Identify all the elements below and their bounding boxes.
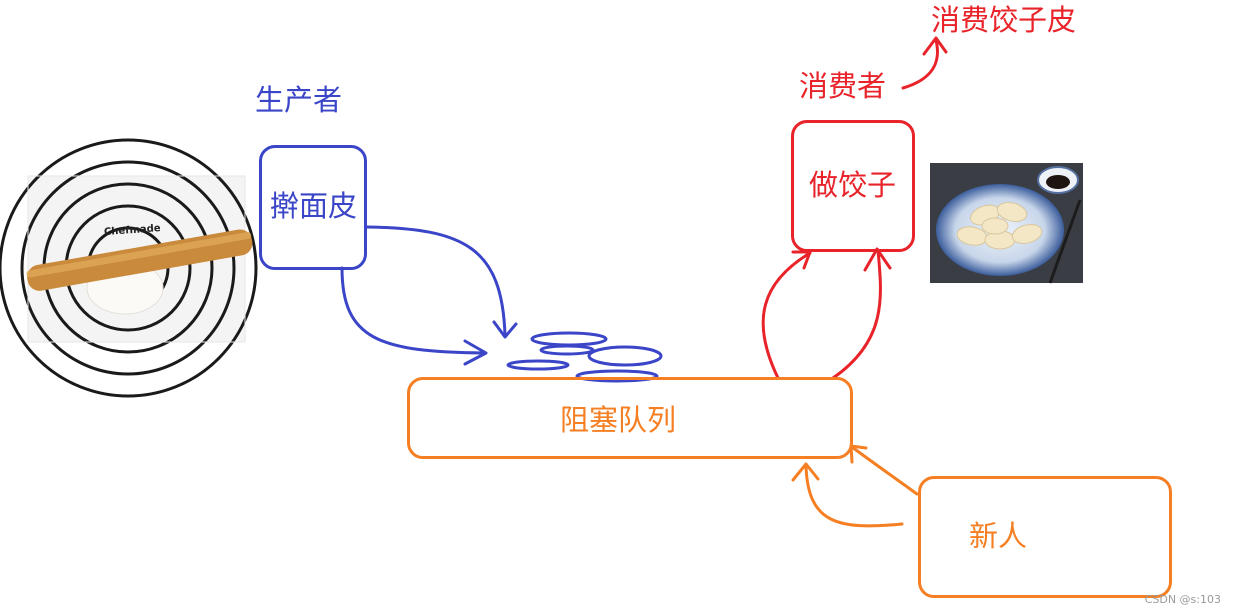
watermark: CSDN @s:103 (1144, 593, 1221, 606)
rolling-pin-photo (0, 138, 258, 398)
newcomer-box: 新人 (918, 476, 1172, 598)
roll-wrapper-label: 擀面皮 (270, 189, 358, 223)
dumpling-plate-photo (930, 163, 1083, 284)
roll-wrapper-box: 擀面皮 (259, 145, 367, 270)
newcomer-label: 新人 (969, 519, 1028, 553)
make-dumpling-label: 做饺子 (809, 168, 897, 202)
blocking-queue-box: 阻塞队列 (407, 377, 853, 459)
wrapper-stack (506, 331, 663, 383)
newcomer-arrows (791, 444, 919, 528)
consume-wrapper-label: 消费饺子皮 (931, 3, 1077, 37)
producer-arrows (340, 225, 518, 366)
blocking-queue-label: 阻塞队列 (560, 403, 677, 437)
consumer-label: 消费者 (799, 69, 887, 103)
producer-label: 生产者 (255, 83, 343, 117)
make-dumpling-box: 做饺子 (791, 120, 915, 252)
consumer-arrows (761, 36, 948, 380)
